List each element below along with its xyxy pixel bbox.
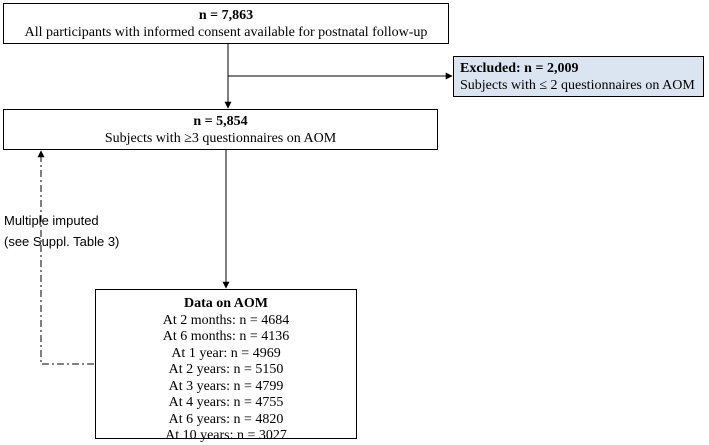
imputed-note: Multiple imputed (see Suppl. Table 3): [4, 210, 184, 252]
imputed-note-line2: (see Suppl. Table 3): [4, 234, 120, 249]
aom-data-item: At 2 years: n = 5150: [168, 362, 284, 377]
aom-data-item: At 4 years: n = 4755: [168, 395, 284, 410]
aom-data-item: At 10 years: n = 3027: [165, 428, 287, 443]
aom-data-item: At 1 year: n = 4969: [171, 345, 281, 361]
included-subjects-box: n = 5,854 Subjects with ≥3 questionnaire…: [3, 109, 438, 150]
total-description: All participants with informed consent a…: [24, 25, 428, 40]
total-participants-box: n = 7,863 All participants with informed…: [3, 3, 449, 44]
imputation-feedback-arrow: [37, 150, 94, 365]
excluded-label: Excluded: n = 2,009: [460, 61, 579, 76]
aom-data-title: Data on AOM: [184, 296, 268, 311]
excluded-box: Excluded: n = 2,009 Subjects with ≤ 2 qu…: [453, 56, 704, 97]
aom-data-item: At 3 years: n = 4799: [168, 378, 284, 394]
total-count: n = 7,863: [198, 8, 254, 23]
aom-data-item: At 6 months: n = 4136: [162, 329, 290, 344]
aom-data-item: At 2 months: n = 4684: [162, 312, 290, 328]
included-count: n = 5,854: [193, 114, 248, 129]
excluded-description: Subjects with ≤ 2 questionnaires on AOM: [460, 78, 695, 93]
aom-data-item: At 6 years: n = 4820: [168, 411, 284, 427]
included-description: Subjects with ≥3 questionnaires on AOM: [104, 131, 337, 146]
imputed-note-line1: Multiple imputed: [4, 213, 99, 228]
aom-data-box: Data on AOM At 2 months: n = 4684 At 6 m…: [95, 289, 357, 443]
